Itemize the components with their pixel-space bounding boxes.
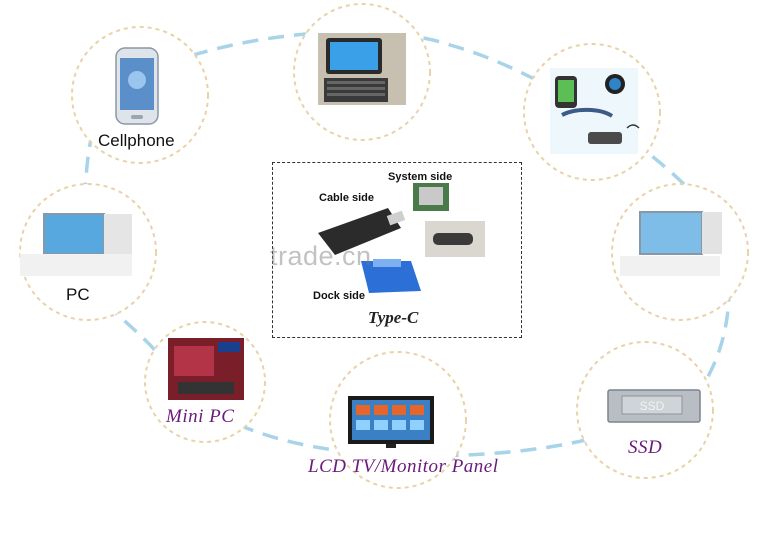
watermark: trade.cn	[270, 241, 372, 271]
cable-side-label: Cable side	[319, 192, 375, 204]
type-c-box: System side Cable side Dock side Type-C	[272, 162, 522, 338]
dock-side-icon	[361, 259, 421, 293]
lcd-tv-icon	[348, 396, 434, 448]
tablet-icon	[318, 33, 406, 105]
cellphone-label: Cellphone	[98, 131, 175, 150]
lcd-tv-label: LCD TV/Monitor Panel	[308, 456, 499, 477]
type-c-connectors	[318, 183, 485, 293]
monitor-icon	[620, 211, 722, 276]
dock-side-label: Dock side	[313, 290, 365, 302]
system-side-port-icon	[413, 183, 449, 211]
type-c-title: Type-C	[368, 308, 419, 327]
ssd-icon: SSD	[607, 389, 701, 423]
cellphone-icon	[115, 47, 159, 125]
cable-plug-icon	[318, 208, 406, 255]
ssd-device-text: SSD	[640, 399, 665, 413]
system-side-label: System side	[388, 171, 453, 183]
mini-pc-label: Mini PC	[166, 406, 235, 427]
wearables-icon	[550, 68, 640, 154]
pc-label: PC	[66, 285, 90, 304]
mini-pc-icon	[168, 338, 244, 400]
pc-icon	[20, 213, 132, 276]
ssd-label: SSD	[628, 437, 663, 458]
